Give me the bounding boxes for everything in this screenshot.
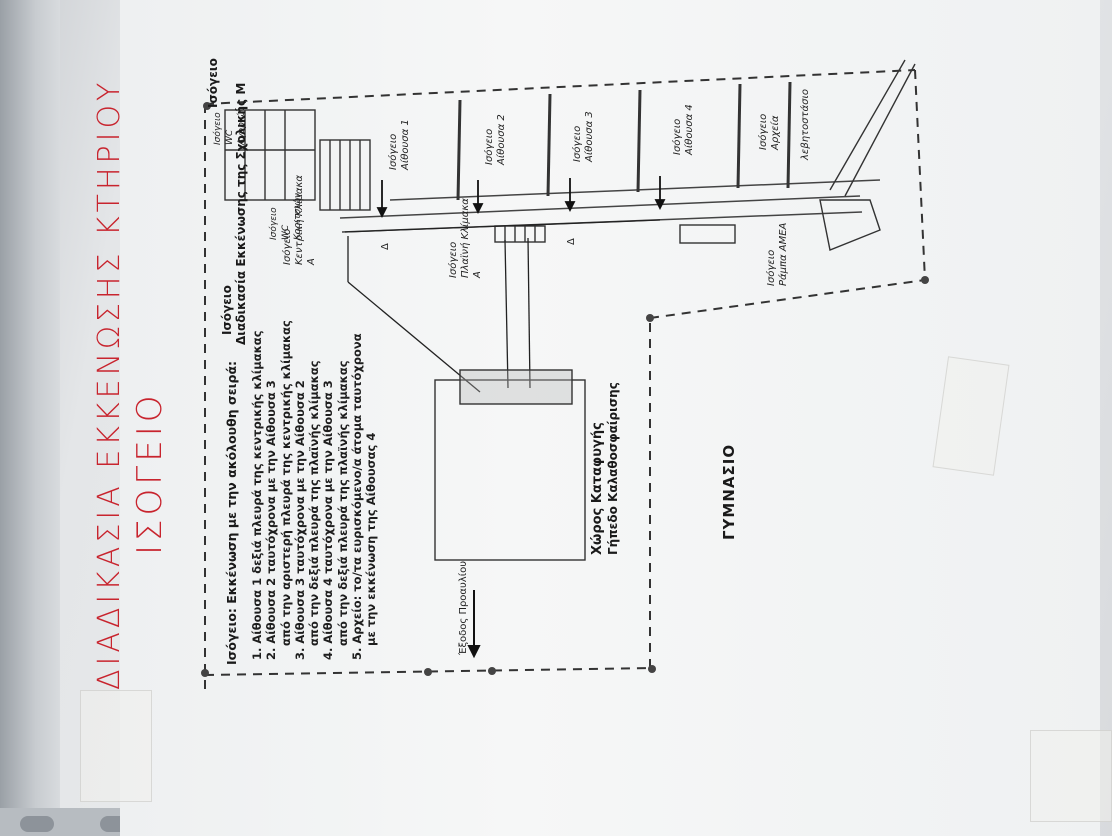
gym-label: ΓΥΜΝΑΣΙΟ bbox=[720, 443, 738, 540]
step-line: 3. Αίθουσα 3 ταυτόχρονα με την Αίθουσα 2 bbox=[292, 380, 307, 660]
plastic-sleeve-edge bbox=[0, 0, 60, 836]
header-floor: Ισόγειο bbox=[206, 58, 220, 108]
procedure-heading: Ισόγειο: Εκκένωση με την ακόλουθη σειρά: bbox=[224, 360, 239, 665]
header-floor-right: Ισόγειο bbox=[220, 285, 234, 335]
exit-label: Έξοδος Προαυλίου bbox=[458, 560, 469, 655]
delta-mark: Δ bbox=[566, 238, 577, 245]
step-line: από την δεξιά πλευρά της πλαϊνής κλίμακα… bbox=[307, 360, 322, 646]
delta-mark: Δ bbox=[380, 243, 391, 250]
step-line: από την αριστερή πλευρά της κεντρικής κλ… bbox=[278, 320, 293, 646]
step-line: με την εκκένωση της Αίθουσας 4 bbox=[364, 432, 379, 646]
step-line: 1. Αίθουσα 1 δεξιά πλευρά της κεντρικής … bbox=[250, 330, 264, 660]
boiler-room-label: λεβητοστάσιο bbox=[800, 89, 811, 160]
step-line: 2. Αίθουσα 2 ταυτόχρονα με την Αίθουσα 3 bbox=[264, 380, 279, 660]
step-line: από την δεξιά πλευρά της πλαϊνής κλίμακα… bbox=[335, 360, 350, 646]
step-line: 5. Αρχείο: το/τα ευρισκόμενο/α άτομα ταυ… bbox=[350, 333, 365, 660]
step-line: 4. Αίθουσα 4 ταυτόχρονα με την Αίθουσα 3 bbox=[321, 380, 336, 660]
handwritten-floor: ΙΣΟΓΕΙΟ bbox=[130, 391, 170, 556]
handwritten-title: ΔΙΑΔΙΚΑΣΙΑ ΕΚΚΕΝΩΣΗΣ ΚΤΗΡΙΟΥ bbox=[92, 78, 127, 690]
assembly-area-sub: Γήπεδο Καλαθοσφαίρισης bbox=[606, 382, 620, 555]
tape-piece bbox=[80, 690, 152, 802]
assembly-area-label: Χώρος Καταφυγής bbox=[590, 422, 605, 555]
procedure-steps: 1. Αίθουσα 1 δεξιά πλευρά της κεντρικής … bbox=[250, 320, 379, 660]
evacuation-sheet bbox=[120, 0, 1100, 836]
